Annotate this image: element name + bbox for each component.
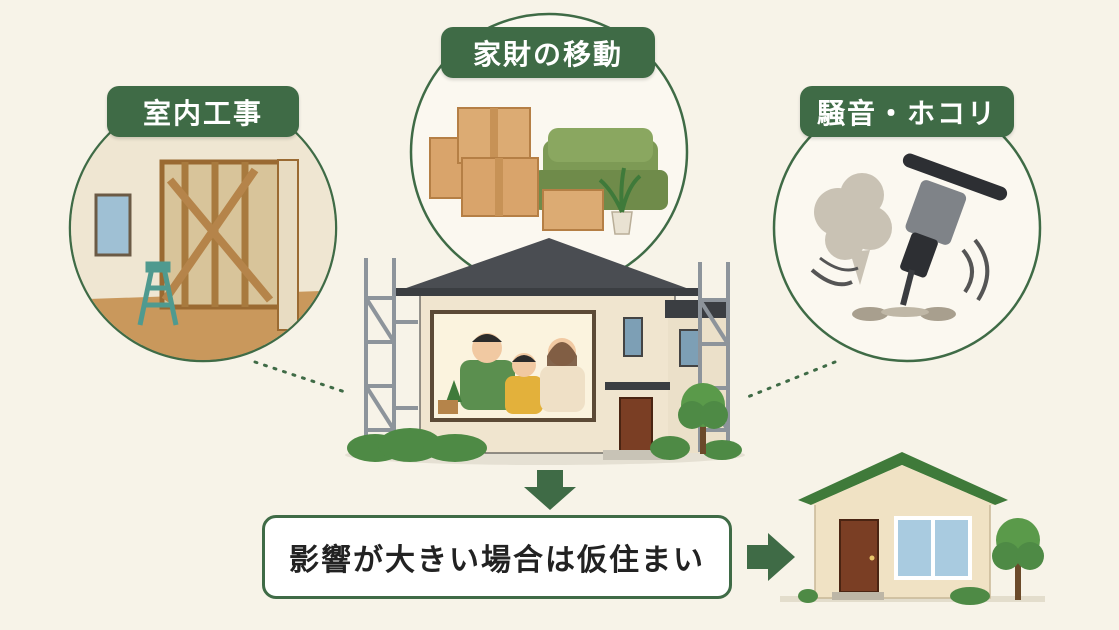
noise-dust-label: 騒音・ホコリ [800, 86, 1014, 137]
dust-cloud-icon [814, 173, 892, 260]
small-tree-icon [992, 518, 1044, 600]
renovation-house-illustration [345, 238, 745, 465]
moving-label: 家財の移動 [441, 27, 655, 78]
interior-work-illustration [68, 93, 338, 363]
jackhammer-icon [900, 153, 1008, 306]
interior-work-label: 室内工事 [107, 86, 299, 137]
arrow-down-icon [524, 470, 576, 510]
noise-dust-illustration [772, 93, 1042, 363]
stepladder-icon [137, 261, 179, 326]
moving-illustration [409, 12, 689, 292]
connector-left [253, 360, 347, 394]
scaffolding-left [364, 258, 418, 452]
arrow-right-icon [747, 533, 795, 581]
tree-icon [678, 383, 728, 454]
bushes [347, 428, 742, 462]
family-icon [460, 333, 585, 414]
temporary-housing-result: 影響が大きい場合は仮住まい [262, 515, 732, 599]
temporary-house-illustration [780, 452, 1045, 605]
connector-right [743, 360, 837, 400]
